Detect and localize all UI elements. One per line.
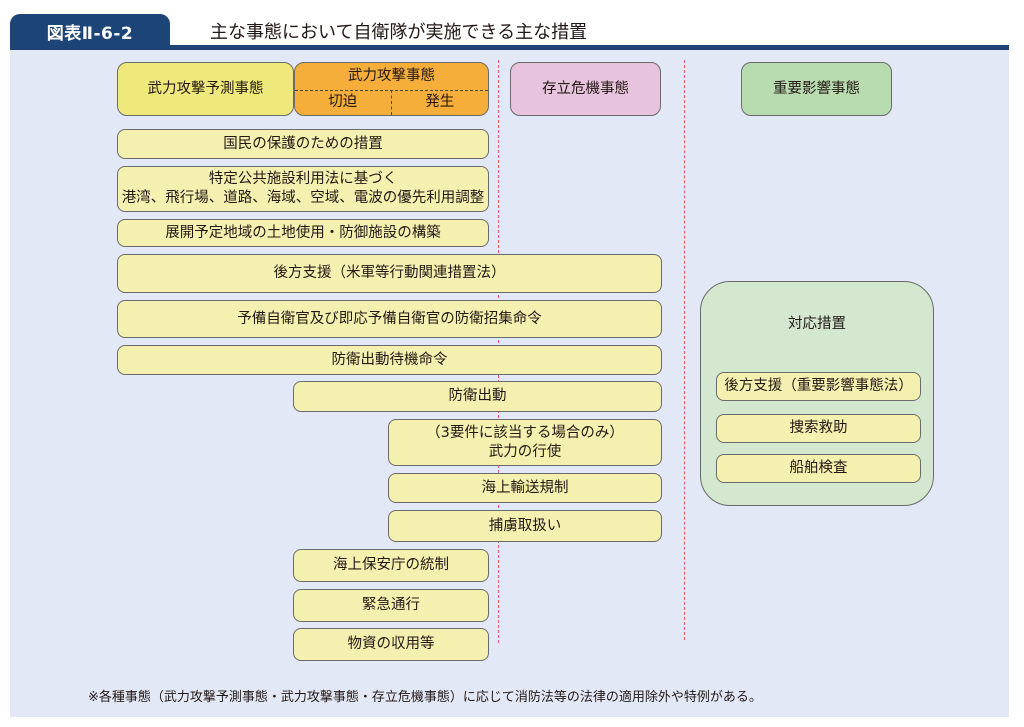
measure-prisoner-treatment: 捕虜取扱い (388, 510, 662, 542)
header-important-influence-label: 重要影響事態 (773, 80, 860, 97)
measure-emergency-passage: 緊急通行 (293, 589, 489, 622)
measure-defense-operation: 防衛出動 (293, 381, 662, 412)
measure-priority-use-line2: 港湾、飛行場、道路、海域、空域、電波の優先利用調整 (121, 190, 485, 206)
measure-logistics-support-label: 後方支援（米軍等行動関連措置法） (273, 265, 506, 281)
measure-priority-use-line1: 特定公共施設利用法に基づく (208, 171, 398, 187)
response-search-rescue: 捜索救助 (716, 414, 921, 443)
header-imminent-label: 切迫 (295, 90, 392, 115)
header-occurred-label: 発生 (425, 94, 455, 110)
header-armed-attack-situation: 武力攻撃事態 切迫 発生 (294, 62, 489, 116)
header-predicted-situation: 武力攻撃予測事態 (117, 62, 294, 116)
figure-number-tab: 図表Ⅱ-6-2 (10, 14, 170, 49)
header-predicted-label: 武力攻撃予測事態 (147, 80, 264, 97)
measure-prisoner-treatment-label: 捕虜取扱い (488, 517, 562, 534)
response-ship-inspection-label: 船舶検査 (789, 460, 848, 476)
measure-requisition-of-supplies: 物資の収用等 (293, 628, 489, 661)
header-survival-threat-situation: 存立危機事態 (510, 62, 661, 116)
response-search-rescue-label: 捜索救助 (789, 420, 848, 436)
measure-defense-operation-label: 防衛出動 (448, 388, 507, 404)
measure-emergency-passage-label: 緊急通行 (362, 597, 420, 613)
footnote: ※各種事態（武力攻撃予測事態・武力攻撃事態・存立危機事態）に応じて消防法等の法律… (88, 690, 762, 705)
measure-defense-standby-order: 防衛出動待機命令 (117, 345, 662, 375)
header-rule (10, 45, 1009, 50)
header-important-influence-situation: 重要影響事態 (741, 62, 892, 116)
header-armed-attack-label: 武力攻撃事態 (295, 63, 488, 91)
measure-reserve-call-up-label: 予備自衛官及び即応予備自衛官の防衛招集命令 (237, 310, 542, 327)
response-logistics-support: 後方支援（重要影響事態法） (716, 372, 921, 401)
measure-use-of-force: （3要件に該当する場合のみ） 武力の行使 (388, 419, 662, 466)
measure-use-of-force-label: 武力の行使 (488, 443, 562, 460)
response-logistics-support-label: 後方支援（重要影響事態法） (724, 378, 913, 394)
measure-maritime-transport-restriction: 海上輸送規制 (388, 473, 662, 503)
measure-coast-guard-control: 海上保安庁の統制 (293, 549, 489, 582)
measure-reserve-call-up: 予備自衛官及び即応予備自衛官の防衛招集命令 (117, 300, 662, 338)
measure-requisition-label: 物資の収用等 (347, 636, 435, 652)
header-survival-threat-label: 存立危機事態 (542, 80, 629, 97)
response-measures-title: 対応措置 (788, 316, 846, 332)
measure-civil-protection-label: 国民の保護のための措置 (223, 135, 383, 152)
measure-land-use-defense-facilities: 展開予定地域の土地使用・防御施設の構築 (117, 219, 489, 247)
divider-survival-influence (684, 60, 685, 640)
measure-civil-protection: 国民の保護のための措置 (117, 129, 489, 159)
figure-title: 主な事態において自衛隊が実施できる主な措置 (210, 22, 588, 43)
measure-use-of-force-condition: （3要件に該当する場合のみ） (426, 424, 624, 441)
measure-priority-use-coordination: 特定公共施設利用法に基づく 港湾、飛行場、道路、海域、空域、電波の優先利用調整 (117, 166, 489, 212)
measure-defense-standby-label: 防衛出動待機命令 (331, 351, 448, 368)
response-ship-inspection: 船舶検査 (716, 454, 921, 483)
measure-land-use-label: 展開予定地域の土地使用・防御施設の構築 (165, 224, 441, 241)
measure-coast-guard-label: 海上保安庁の統制 (333, 557, 449, 573)
measure-logistics-support-us-forces: 後方支援（米軍等行動関連措置法） (117, 254, 662, 293)
measure-maritime-transport-label: 海上輸送規制 (481, 479, 569, 496)
